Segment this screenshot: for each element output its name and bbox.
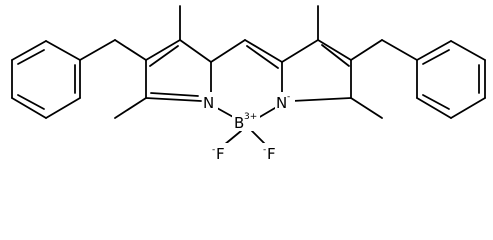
- atom-f-left: F: [216, 145, 225, 162]
- bond-1: [149, 45, 179, 67]
- bond-25: [11, 40, 47, 61]
- chemical-structure: N N - B 3+ - F - F: [11, 5, 486, 162]
- atom-f-right: F: [267, 145, 276, 162]
- bond-32: [381, 39, 418, 61]
- bond-14: [244, 39, 283, 63]
- bond-15: [246, 45, 279, 69]
- atom-n-left: N: [203, 94, 214, 112]
- bond-19: [350, 97, 383, 119]
- atom-boron-charge: 3+: [244, 112, 257, 122]
- bond-29: [17, 49, 45, 65]
- atom-n-right-charge: -: [287, 92, 290, 102]
- bond-8: [281, 39, 319, 63]
- atom-n-right: N: [276, 94, 287, 112]
- bond-18: [114, 97, 147, 119]
- bond-44: [223, 130, 242, 146]
- bond-24: [45, 97, 81, 119]
- bond-30: [17, 94, 45, 110]
- bond-21: [79, 39, 116, 61]
- bond-45: [251, 130, 267, 146]
- bond-36: [450, 97, 486, 119]
- bond-4: [145, 97, 202, 102]
- bond-10: [321, 44, 350, 67]
- atom-boron: B: [234, 114, 244, 132]
- bond-43: [257, 107, 276, 119]
- bond-9: [317, 39, 352, 61]
- structure-canvas: N N - B 3+ - F - F: [11, 5, 486, 162]
- atom-f-left-charge: -: [212, 145, 215, 155]
- bond-39: [422, 49, 450, 65]
- bond-layer: [11, 5, 486, 146]
- bond-0: [179, 39, 212, 63]
- bond-33: [416, 40, 452, 61]
- bond-12: [291, 97, 352, 102]
- atom-f-right-charge: -: [263, 145, 266, 155]
- bond-7: [210, 39, 246, 63]
- bond-5: [150, 92, 199, 97]
- bond-20: [114, 39, 147, 61]
- atom-label-layer: N N - B 3+ - F - F: [202, 92, 295, 162]
- bond-23: [45, 40, 81, 61]
- bond-41: [422, 94, 450, 110]
- bond-37: [416, 97, 452, 119]
- bond-26: [11, 97, 47, 119]
- bond-31: [350, 39, 383, 61]
- bond-34: [450, 40, 486, 61]
- bond-2: [145, 39, 181, 61]
